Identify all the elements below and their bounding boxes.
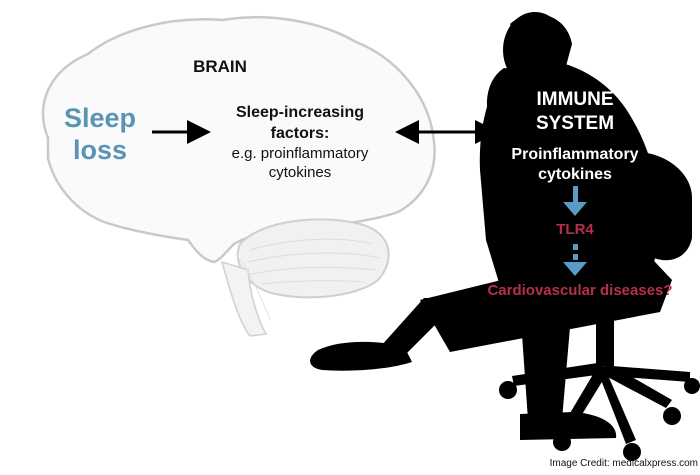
proinflammatory-cytokines-label: Proinflammatory cytokines <box>511 146 639 183</box>
brain-title: BRAIN <box>193 57 247 76</box>
cerebellum-folds <box>247 238 381 285</box>
tlr4-label: TLR4 <box>556 221 594 238</box>
person-silhouette <box>310 12 700 461</box>
brainstem-shape <box>220 260 268 337</box>
brain-illustration <box>41 16 436 337</box>
brain-cerebellum-shape <box>236 218 390 299</box>
sleep-increasing-factors-title: Sleep-increasing factors: <box>235 104 365 142</box>
brain-cerebrum-shape <box>41 16 436 264</box>
tlr4-to-diseases-dashed-arrow <box>563 244 587 276</box>
image-credit: Image Credit: medicalxpress.com <box>549 458 698 469</box>
cardiovascular-diseases-label: Cardiovascular diseases? <box>487 282 673 299</box>
sleep-loss-label: Sleep loss <box>63 103 137 165</box>
factors-example-text: e.g. proinflammatory cytokines <box>231 145 369 181</box>
cytokines-to-tlr4-arrow <box>563 186 587 216</box>
immune-system-title: IMMUNE SYSTEM <box>535 89 615 134</box>
